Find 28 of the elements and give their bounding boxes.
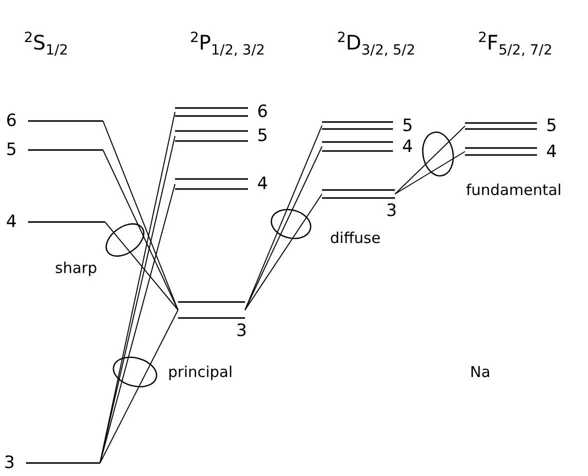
level-number: 5 [6,142,17,159]
term-symbol: $^{2}$F$_{5/2, 7/2}$ [478,29,552,61]
level-number: 5 [546,118,557,135]
level-number: 5 [257,128,268,145]
transition-line [394,151,466,194]
term-symbol: $^{2}$D$_{3/2, 5/2}$ [337,29,416,61]
transition-line [102,120,178,310]
series-name: principal [168,364,233,381]
level-number: 5 [402,118,413,134]
level-number: 3 [236,323,247,340]
transition-line [244,194,322,310]
transition-line [394,126,466,194]
term-symbol: $^{2}$S$_{1/2}$ [24,29,68,61]
series-name: diffuse [330,230,381,247]
level-number: 4 [6,214,17,231]
series-name: fundamental [466,182,562,199]
level-number: 3 [4,455,15,472]
level-number: 4 [257,176,268,193]
element-symbol: Na [470,364,490,381]
series-name: sharp [55,260,98,277]
level-number: 4 [402,138,413,156]
level-number: 6 [257,104,268,121]
transition-line [102,150,178,310]
transition-line [100,310,178,464]
level-number: 4 [546,144,557,160]
level-number: 6 [6,113,17,130]
term-symbol: $^{2}$P$_{1/2, 3/2}$ [190,29,265,61]
level-number: 3 [386,203,397,220]
